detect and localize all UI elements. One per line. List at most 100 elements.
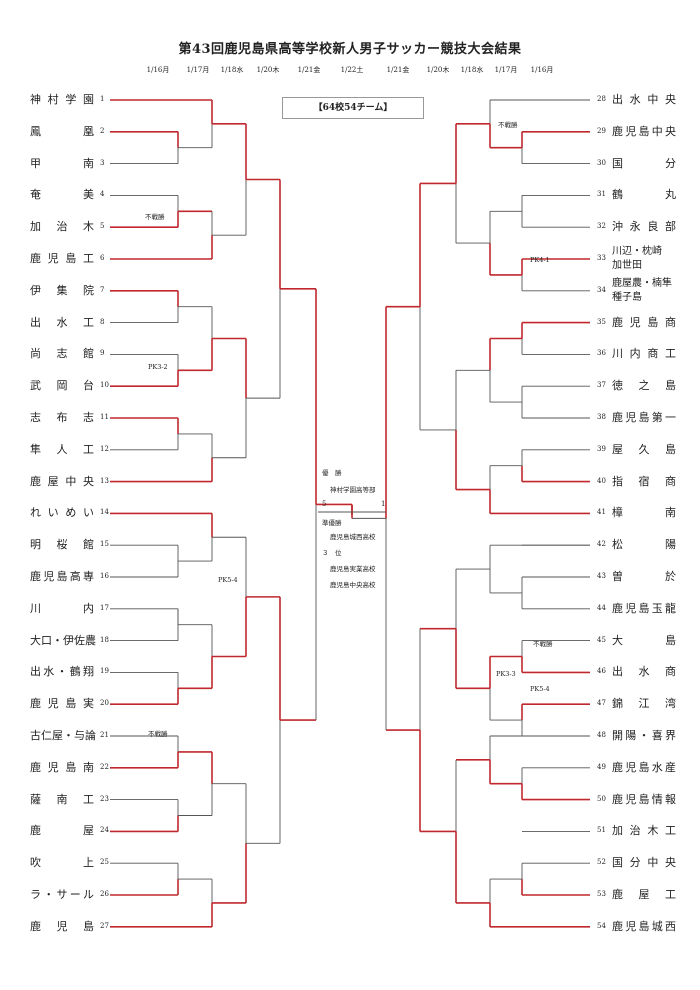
team-name: 鹿児島中央 — [612, 124, 676, 138]
seed-number: 29 — [597, 126, 606, 135]
seed-number: 6 — [100, 254, 105, 262]
team-name: 出水中央 — [612, 93, 676, 106]
team-name: 志布志 — [30, 411, 94, 424]
seed-number: 3 — [100, 158, 105, 167]
team-name: 出水商 — [612, 665, 676, 679]
seed-number: 9 — [100, 349, 105, 358]
team-name: 鹿児島城西 — [612, 919, 676, 933]
team-name: 松陽 — [612, 538, 676, 552]
team-name: 隼人工 — [30, 442, 94, 456]
team-name: 国分 — [612, 156, 676, 170]
seed-number: 22 — [100, 762, 109, 771]
seed-number: 45 — [597, 635, 606, 644]
seed-number: 2 — [100, 126, 105, 135]
seed-number: 36 — [597, 349, 606, 358]
seed-number: 41 — [597, 508, 606, 517]
team-name: 徳之島 — [612, 379, 676, 393]
team-name: 鹿屋 — [30, 824, 94, 838]
final-score-left: 5 — [322, 500, 327, 508]
team-name: 尚志館 — [30, 347, 94, 361]
team-name: 出水・鶴翔 — [30, 665, 94, 679]
team-name: 沖永良部 — [612, 220, 676, 234]
team-name: 武岡台 — [30, 379, 94, 393]
seed-number: 48 — [597, 731, 606, 739]
team-name: 鹿児島情報 — [612, 792, 676, 806]
seed-number: 11 — [100, 413, 109, 421]
note-pk: PK5-4 — [218, 576, 238, 584]
date-label: 1/20木 — [426, 66, 450, 74]
seed-number: 21 — [100, 731, 109, 739]
seed-number: 5 — [100, 222, 105, 231]
date-label: 1/16月 — [530, 66, 554, 74]
team-name: 甲南 — [30, 156, 94, 170]
runner-up-label: 準優勝 — [322, 519, 342, 527]
team-name: 吹上 — [30, 856, 94, 870]
team-name: 鹿児島高専 — [30, 570, 94, 583]
team-name: 大口・伊佐農 — [30, 633, 96, 647]
seed-number: 27 — [100, 921, 109, 930]
team-name: 鹿屋工 — [612, 888, 676, 901]
seed-number: 19 — [100, 667, 109, 676]
seed-number: 12 — [100, 444, 109, 453]
seed-number: 28 — [597, 95, 606, 103]
seed-number: 25 — [100, 858, 109, 867]
note-walkover: 不戦勝 — [145, 213, 165, 221]
team-name: ラ・サール — [30, 888, 94, 901]
seed-number: 47 — [597, 699, 606, 708]
team-name: 出水工 — [30, 315, 94, 329]
seed-number: 7 — [100, 285, 105, 294]
team-name: 加治木 — [30, 220, 94, 234]
seed-number: 15 — [100, 540, 109, 549]
seed-number: 53 — [597, 890, 606, 898]
note-walkover: 不戦勝 — [148, 730, 168, 738]
seed-number: 33 — [597, 254, 606, 262]
seed-number: 37 — [597, 381, 606, 390]
date-label: 1/22土 — [340, 66, 364, 74]
seed-number: 1 — [100, 95, 105, 103]
date-label: 1/16月 — [146, 66, 170, 74]
team-name: 伊集院 — [30, 283, 94, 297]
team-name: 指宿商 — [612, 474, 676, 488]
team-name: 鹿屋中央 — [30, 474, 94, 488]
seed-number: 52 — [597, 858, 606, 867]
note-pk: PK3-2 — [148, 363, 168, 371]
team-name: 奄美 — [30, 188, 94, 202]
date-label: 1/17月 — [186, 66, 210, 74]
team-name: 薩南工 — [30, 792, 94, 806]
seed-number: 30 — [597, 158, 606, 167]
date-label: 1/18水 — [220, 66, 244, 74]
seed-number: 39 — [597, 444, 606, 453]
champion-name: 神村学園高等部 — [330, 486, 376, 494]
seed-number: 42 — [597, 540, 606, 549]
date-label: 1/21金 — [297, 66, 321, 74]
seed-number: 17 — [100, 603, 109, 612]
seed-number: 10 — [100, 381, 109, 390]
team-name: 鶴丸 — [612, 188, 676, 202]
seed-number: 54 — [597, 921, 606, 930]
team-name: 鹿児島第一 — [612, 411, 676, 424]
note-pk: PK5-4 — [530, 685, 550, 693]
team-name: 鹿児島 — [30, 919, 94, 933]
team-name: 鹿児島実 — [30, 697, 94, 711]
note-pk: PK3-3 — [496, 670, 516, 678]
team-name: 樟南 — [612, 506, 676, 520]
team-name: 開陽・喜界 — [612, 729, 676, 742]
seed-number: 31 — [597, 190, 606, 199]
team-name: 国分中央 — [612, 856, 676, 870]
team-name: 鹿児島水産 — [612, 760, 676, 774]
champion-label: 優 勝 — [322, 469, 342, 477]
date-label: 1/18水 — [460, 66, 484, 74]
seed-number: 50 — [597, 794, 606, 803]
team-name: 鹿屋農・楠隼 種子島 — [612, 277, 672, 303]
team-name: 屋久島 — [612, 442, 676, 456]
note-walkover: 不戦勝 — [498, 121, 518, 129]
seed-number: 23 — [100, 794, 109, 803]
seed-number: 46 — [597, 667, 606, 676]
final-score-right: 1 — [381, 500, 386, 508]
seed-number: 14 — [100, 508, 109, 517]
third-name: 鹿児島実業高校 — [330, 565, 376, 573]
seed-number: 16 — [100, 572, 109, 580]
seed-number: 13 — [100, 476, 109, 485]
seed-number: 20 — [100, 699, 109, 708]
team-name: 川内商工 — [612, 347, 676, 361]
